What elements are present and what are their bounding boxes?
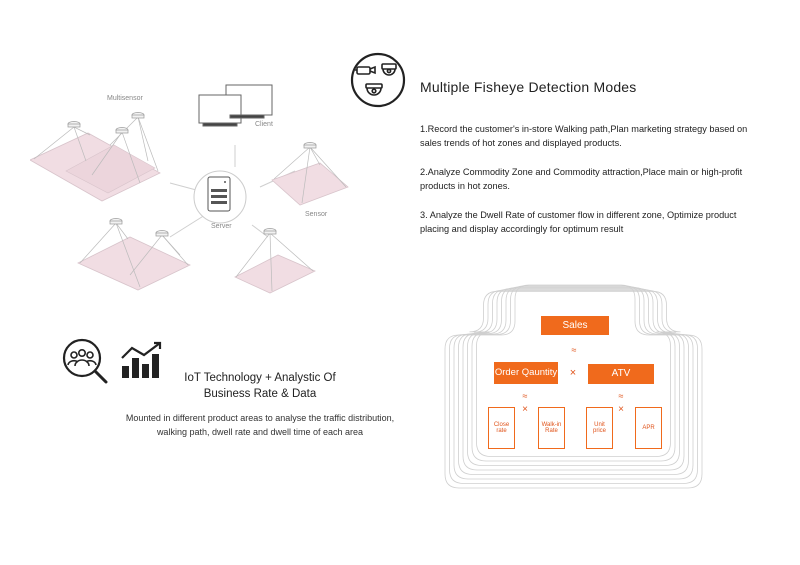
iot-description-line-1: Mounted in different product areas to an…: [125, 413, 395, 423]
mode-1-text: 1.Record the customer's in-store Walking…: [420, 124, 748, 148]
client-label: Client: [255, 121, 273, 128]
close-rate-box: Close rate: [488, 407, 515, 449]
formula-contour-rings: [444, 284, 703, 489]
fisheye-cameras-icon: [350, 52, 406, 108]
server-label: Server: [211, 223, 232, 230]
sensor-label: Sensor: [305, 211, 328, 218]
contour-ring: [449, 285, 698, 484]
sensor-zone-lower-right: [234, 228, 316, 294]
iot-title: IoT Technology + Analystic Of Business R…: [160, 370, 360, 402]
mode-3-text: 3. Analyze the Dwell Rate of customer fl…: [420, 210, 737, 234]
iot-title-line-1: IoT Technology + Analystic Of: [184, 372, 336, 384]
walk-in-rate-box: Walk-in Rate: [538, 407, 565, 449]
apr-box: APR: [635, 407, 662, 449]
multisensor-label: Multisensor: [107, 95, 143, 102]
network-diagram: [30, 84, 349, 294]
people-analytics-icon: [62, 338, 108, 384]
multisensor-zone: [30, 112, 161, 202]
client-monitors: [198, 84, 273, 127]
unit-price-box: Unit price: [586, 407, 613, 449]
approx-sign-1: ≈: [571, 345, 577, 355]
sensor-zone-right: [271, 142, 349, 206]
contour-ring: [444, 284, 703, 489]
sensor-zone-lower-left: [77, 218, 191, 291]
iot-description: Mounted in different product areas to an…: [100, 411, 420, 439]
times-sign-1: ×: [569, 367, 577, 379]
page-title: Multiple Fisheye Detection Modes: [420, 79, 637, 95]
mode-2-text: 2.Analyze Commodity Zone and Commodity a…: [420, 167, 743, 191]
contour-ring: [469, 290, 681, 457]
contour-ring: [462, 288, 685, 471]
contour-ring: [471, 290, 677, 462]
contour-ring: [458, 287, 689, 475]
contour-ring: [467, 289, 680, 466]
approx-sign-3: ≈: [618, 391, 624, 401]
times-sign-3: ×: [618, 404, 624, 415]
times-sign-2: ×: [522, 404, 528, 415]
bar-trend-chart-icon: [121, 341, 162, 378]
contour-ring: [453, 286, 694, 480]
iot-description-line-2: walking path, dwell rate and dwell time …: [156, 427, 364, 437]
order-quantity-box: Order Qauntity: [494, 362, 558, 384]
iot-title-line-2: Business Rate & Data: [203, 388, 317, 400]
server-node: [193, 170, 247, 224]
approx-sign-2: ≈: [522, 391, 528, 401]
atv-box: ATV: [588, 364, 654, 384]
sales-box: Sales: [541, 316, 609, 335]
